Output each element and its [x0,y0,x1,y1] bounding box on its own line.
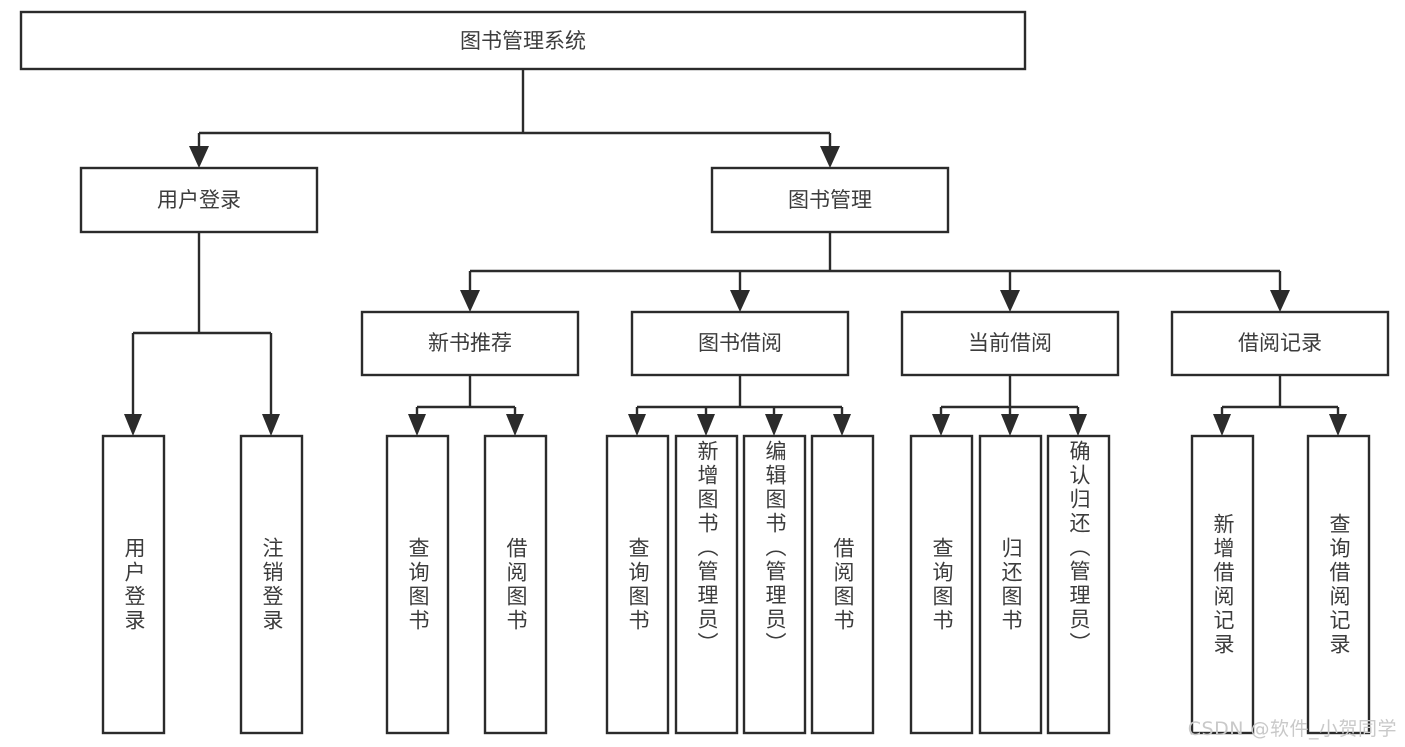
leaf-add-record-box[interactable] [1190,434,1255,735]
leaf-confirm-return-box[interactable] [1046,434,1111,735]
node-book-manage-label: 图书管理 [788,188,872,212]
leaf-add-book-box[interactable] [674,434,739,735]
arrow-head-new-book-recommend [460,290,480,312]
node-new-book-recommend[interactable]: 新书推荐 [360,310,580,377]
watermark: CSDN @软件_小贺同学 [1187,718,1397,740]
arrow-head-leaf-borrow-book-2 [833,414,851,436]
arrow-head-leaf-return-book [1001,414,1019,436]
connector-current-borrow-to-leaves [932,375,1087,436]
node-current-borrow-box[interactable] [900,310,1120,377]
node-root[interactable]: 图书管理系统 [19,10,1027,71]
connector-new-book-recommend-to-leaves [408,375,524,436]
leaf-borrow-book-1-box[interactable] [483,434,548,735]
leaf-edit-book-box[interactable] [742,434,807,735]
connector-user-login-to-leaves [124,232,280,436]
node-book-borrow-box[interactable] [630,310,850,377]
node-new-book-recommend-box[interactable] [360,310,580,377]
leaf-query-record-box[interactable] [1306,434,1371,735]
leaf-boxes [101,434,1371,735]
arrow-head-book-manage [820,146,840,168]
node-borrow-record[interactable]: 借阅记录 [1170,310,1390,377]
node-user-login-box[interactable] [79,166,319,234]
arrow-head-leaf-borrow-book-1 [506,414,524,436]
node-user-login-label: 用户登录 [157,188,241,212]
arrow-head-leaf-query-book-1 [408,414,426,436]
node-current-borrow[interactable]: 当前借阅 [900,310,1120,377]
node-book-borrow-label: 图书借阅 [698,331,782,355]
leaf-return-book-box[interactable] [978,434,1043,735]
arrow-head-leaf-edit-book [765,414,783,436]
arrow-head-leaf-query-book-3 [932,414,950,436]
node-book-manage[interactable]: 图书管理 [710,166,950,234]
arrow-head-leaf-query-book-2 [628,414,646,436]
connector-book-manage-to-level2 [460,232,1290,312]
arrow-head-current-borrow [1000,290,1020,312]
leaf-borrow-book-2-box[interactable] [810,434,875,735]
leaf-query-book-3-box[interactable] [909,434,974,735]
arrow-head-user-login [189,146,209,168]
leaf-query-book-1-box[interactable] [385,434,450,735]
arrow-head-leaf-confirm-return [1069,414,1087,436]
arrow-head-leaf-add-book [697,414,715,436]
arrow-head-leaf-add-record [1213,414,1231,436]
connector-book-borrow-to-leaves [628,375,851,436]
node-new-book-recommend-label: 新书推荐 [428,331,512,355]
node-book-manage-box[interactable] [710,166,950,234]
arrow-head-leaf-user-logout [262,414,280,436]
node-borrow-record-box[interactable] [1170,310,1390,377]
leaf-user-logout-box[interactable] [239,434,304,735]
arrow-head-borrow-record [1270,290,1290,312]
node-book-borrow[interactable]: 图书借阅 [630,310,850,377]
node-root-label: 图书管理系统 [460,29,586,53]
connector-borrow-record-to-leaves [1213,375,1347,436]
node-current-borrow-label: 当前借阅 [968,331,1052,355]
leaf-query-book-2-box[interactable] [605,434,670,735]
node-borrow-record-label: 借阅记录 [1238,331,1322,355]
node-user-login[interactable]: 用户登录 [79,166,319,234]
arrow-head-book-borrow [730,290,750,312]
node-root-box[interactable] [19,10,1027,71]
arrow-head-leaf-user-login [124,414,142,436]
arrow-head-leaf-query-record [1329,414,1347,436]
leaf-user-login-box[interactable] [101,434,166,735]
connector-root-to-level1 [189,69,840,168]
